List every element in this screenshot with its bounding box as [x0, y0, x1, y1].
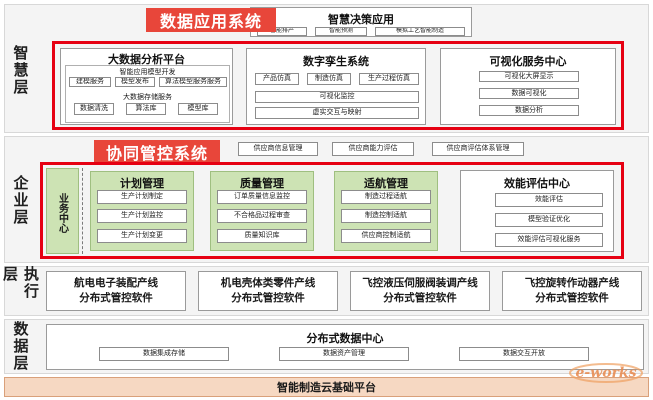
exec-line-hydraulic-name: 飞控液压伺服阀装调产线 — [362, 276, 478, 289]
business-center-divider — [82, 168, 83, 254]
exec-line-hydraulic: 飞控液压伺服阀装调产线 分布式管控软件 — [350, 271, 490, 311]
twin-row1-1: 制造仿真 — [307, 73, 351, 85]
data-application-tag: 数据应用系统 — [146, 8, 276, 32]
quality-item-0: 订单质量信息监控 — [217, 190, 307, 204]
aviation-item-1: 制造控制适航 — [341, 209, 431, 223]
bigdata-row1-1: 模型发布 — [115, 77, 155, 87]
exec-line-electromech-software: 分布式管控软件 — [231, 292, 305, 304]
coop-control-tag: 协同管控系统 — [94, 140, 220, 164]
exec-line-electromech: 机电壳体类零件产线 分布式管控软件 — [198, 271, 338, 311]
quality-item-2: 质量知识库 — [217, 229, 307, 243]
plan-item-1: 生产计划监控 — [97, 209, 187, 223]
exec-line-hydraulic-software: 分布式管控软件 — [383, 292, 457, 304]
efficiency-item-2: 效能评估可视化服务 — [495, 233, 603, 247]
data-center-item-0: 数据集成存储 — [99, 347, 229, 361]
eworks-swirl-icon — [569, 363, 643, 383]
exec-line-avionics: 航电电子装配产线 分布式管控软件 — [46, 271, 186, 311]
exec-line-actuator: 飞控旋转作动器产线 分布式管控软件 — [502, 271, 642, 311]
decision-item-1: 智能预测 — [315, 27, 367, 36]
business-center-label: 业务中心 — [56, 193, 68, 233]
quality-item-1: 不合格品过程审查 — [217, 209, 307, 223]
twin-item-0: 可视化监控 — [255, 91, 419, 103]
bigdata-row1-0: 建模服务 — [69, 77, 111, 87]
decision-item-2: 模拟工艺智能制造 — [375, 27, 465, 36]
layer-label-data: 数据层 — [11, 321, 29, 372]
exec-line-actuator-software: 分布式管控软件 — [535, 292, 609, 304]
data-center-item-1: 数据资产管理 — [279, 347, 409, 361]
layer-label-smart: 智慧层 — [11, 44, 29, 96]
data-center-item-2: 数据交互开放 — [459, 347, 589, 361]
data-application-frame — [52, 41, 624, 130]
data-center-title: 分布式数据中心 — [306, 333, 384, 345]
exec-line-electromech-name: 机电壳体类零件产线 — [220, 276, 316, 289]
twin-row1-0: 产品仿真 — [255, 73, 299, 85]
data-center-box: 分布式数据中心 数据集成存储 数据资产管理 数据交互开放 — [46, 324, 644, 370]
eworks-watermark-logo: e-works — [566, 360, 646, 386]
eworks-watermark-text: e-works — [575, 365, 637, 381]
model-dev-box: 智能应用模型开发 建模服务 模型发布 算法模型服务服务 大数据存储服务 数据清洗… — [65, 65, 230, 123]
digital-twin-box: 数字孪生系统 产品仿真 制造仿真 生产过程仿真 可视化监控 虚实交互与映射 — [246, 48, 426, 125]
supply-item-0: 供应商信息管理 — [238, 142, 318, 156]
bigdata-platform-title: 大数据分析平台 — [108, 54, 185, 66]
business-center-column — [46, 168, 79, 254]
bigdata-platform-box: 大数据分析平台 智能应用模型开发 建模服务 模型发布 算法模型服务服务 大数据存… — [60, 48, 233, 125]
supply-item-1: 供应商能力评估 — [332, 142, 414, 156]
visual-item-2: 数据分析 — [479, 105, 579, 116]
digital-twin-title: 数字孪生系统 — [303, 56, 369, 68]
supply-item-2: 供应商评估体系管理 — [432, 142, 524, 156]
cloud-platform-label: 智能制造云基础平台 — [277, 382, 376, 394]
quality-mgmt-title: 质量管理 — [240, 178, 284, 190]
layer-label-enterprise: 企业层 — [11, 174, 29, 226]
aviation-item-2: 供应商控制适航 — [341, 229, 431, 243]
plan-item-2: 生产计划变更 — [97, 229, 187, 243]
storage-label: 大数据存储服务 — [123, 94, 172, 101]
exec-line-avionics-name: 航电电子装配产线 — [74, 276, 158, 289]
layer-label-execution: 执行层 — [1, 266, 39, 300]
aviation-item-0: 制造过程适航 — [341, 190, 431, 204]
bigdata-row2-0: 数据清洗 — [74, 103, 114, 115]
visual-item-0: 可视化大屏显示 — [479, 71, 579, 82]
aviation-mgmt-title: 适航管理 — [364, 178, 408, 190]
visual-service-title: 可视化服务中心 — [489, 56, 567, 68]
efficiency-center-box: 效能评估中心 效能评估 模型验证优化 效能评估可视化服务 — [460, 170, 614, 252]
coop-control-frame — [40, 162, 624, 259]
exec-line-actuator-name: 飞控旋转作动器产线 — [524, 276, 620, 289]
cloud-platform-bar: 智能制造云基础平台 — [4, 377, 649, 397]
model-dev-label: 智能应用模型开发 — [119, 69, 176, 76]
bigdata-row1-2: 算法模型服务服务 — [159, 77, 227, 87]
decision-app-box: 智慧决策应用 智能排产 智能预测 模拟工艺智能制造 — [250, 7, 472, 37]
bigdata-row2-2: 模型库 — [178, 103, 218, 115]
plan-mgmt-title: 计划管理 — [120, 178, 164, 190]
exec-line-avionics-software: 分布式管控软件 — [79, 292, 153, 304]
decision-app-title: 智慧决策应用 — [328, 14, 394, 26]
visual-item-1: 数据可视化 — [479, 88, 579, 99]
twin-item-1: 虚实交互与映射 — [255, 107, 419, 119]
bigdata-row2-1: 算法库 — [126, 103, 166, 115]
efficiency-center-title: 效能评估中心 — [504, 178, 570, 190]
twin-row1-2: 生产过程仿真 — [359, 73, 419, 85]
efficiency-item-0: 效能评估 — [495, 193, 603, 207]
visual-service-box: 可视化服务中心 可视化大屏显示 数据可视化 数据分析 — [440, 48, 616, 125]
efficiency-item-1: 模型验证优化 — [495, 213, 603, 227]
plan-item-0: 生产计划制定 — [97, 190, 187, 204]
